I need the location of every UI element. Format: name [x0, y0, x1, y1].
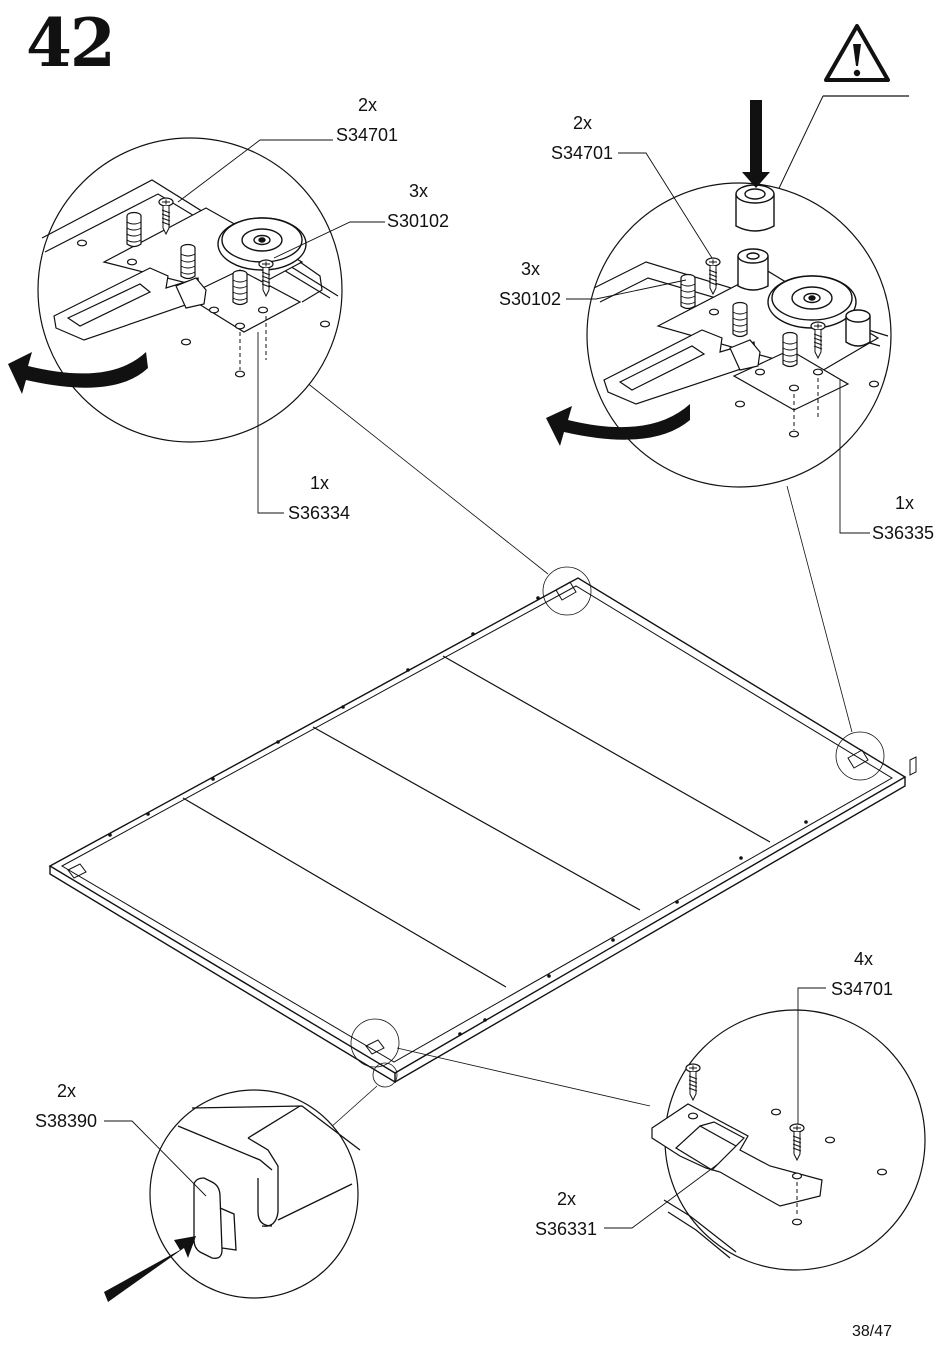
callout-qty: 4x [854, 949, 874, 969]
callout-part-number: S34701 [551, 143, 614, 163]
callout-part-number: S30102 [499, 289, 562, 309]
frame-holes [108, 596, 808, 1036]
callout-part-number: S36334 [288, 503, 351, 523]
callout-qty: 2x [358, 95, 378, 115]
callout-part-number: S38390 [35, 1111, 98, 1131]
callout-part-number: S34701 [336, 125, 399, 145]
callout-part-number: S36331 [535, 1219, 598, 1239]
detail-circle-top-right [546, 100, 892, 488]
page-number: 38/47 [851, 1323, 892, 1340]
detail-circle-top-left [8, 137, 343, 443]
callout-part-number: S30102 [387, 211, 450, 231]
callout-qty: 3x [521, 259, 541, 279]
detail-circle-bottom-left [104, 1089, 361, 1302]
callout-qty: 2x [557, 1189, 577, 1209]
callout-qty: 1x [310, 473, 330, 493]
callout-part-number: S34701 [831, 979, 894, 999]
callout-qty: 2x [57, 1081, 77, 1101]
bed-frame [48, 577, 907, 1084]
callout-part-number: S36335 [872, 523, 935, 543]
detail-circle-bottom-right [651, 1009, 926, 1271]
callout-qty: 1x [895, 493, 915, 513]
callout-qty: 3x [409, 181, 429, 201]
step-number: 42 [26, 4, 116, 82]
warning-triangle-icon [824, 24, 890, 82]
callout-qty: 2x [573, 113, 593, 133]
